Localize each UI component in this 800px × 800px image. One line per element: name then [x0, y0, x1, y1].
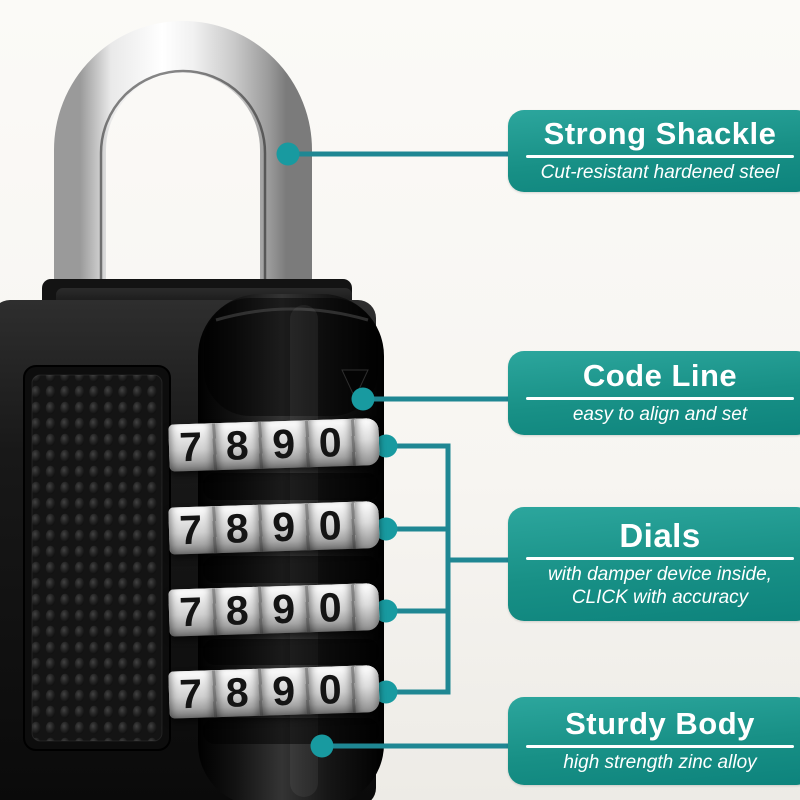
- callout-sturdy-body: Sturdy Body high strength zinc alloy: [508, 697, 800, 785]
- code-line-notch: [341, 369, 369, 400]
- dial-marker-dot-3: [374, 599, 398, 623]
- connector-lines: [288, 151, 512, 749]
- dial-digit: 9: [261, 420, 310, 469]
- dial-digit: 7: [168, 670, 217, 719]
- dial-digit: 7: [168, 588, 217, 637]
- shackle-marker-dot: [276, 142, 300, 166]
- dial-digit: 0: [307, 501, 356, 551]
- shackle: [54, 21, 312, 312]
- callout-subtitle: Cut-resistant hardened steel: [540, 161, 780, 183]
- housing-cap: [204, 298, 378, 416]
- shackle-seam: [99, 69, 267, 312]
- callout-title: Sturdy Body: [565, 706, 755, 742]
- dial-digit: 8: [214, 668, 263, 718]
- callout-underline: [526, 744, 794, 748]
- dial-digit: 9: [261, 667, 310, 716]
- dial-digit: 8: [214, 586, 263, 636]
- dial-digit: 7: [168, 423, 217, 472]
- dial-row: 7 8 9 0: [168, 665, 380, 719]
- callout-title: Strong Shackle: [543, 116, 777, 152]
- callout-subtitle: high strength zinc alloy: [563, 751, 757, 773]
- dial-row: 7 8 9 0: [168, 418, 380, 472]
- dial-digit: 9: [261, 585, 310, 634]
- dial-marker-dot-1: [374, 434, 398, 458]
- callout-strong-shackle: Strong Shackle Cut-resistant hardened st…: [508, 110, 800, 192]
- callout-title: Dials: [619, 516, 701, 554]
- dial-marker-dot-2: [374, 517, 398, 541]
- dial-digit: 0: [307, 418, 356, 468]
- dial-band-end: [354, 501, 380, 549]
- dial-row: 7 8 9 0: [168, 501, 380, 555]
- dial-digit: 7: [168, 506, 217, 555]
- callout-underline: [526, 396, 794, 400]
- dial-band-end: [354, 665, 380, 713]
- callout-subtitle: with damper device inside, CLICK with ac…: [548, 564, 772, 609]
- dial-row: 7 8 9 0: [168, 583, 380, 637]
- dial-digit: 8: [214, 421, 263, 471]
- dial-band-end: [354, 583, 380, 631]
- callout-title: Code Line: [582, 358, 738, 394]
- callout-underline: [526, 557, 794, 561]
- texture-panel: [23, 365, 171, 751]
- callout-code-line: Code Line easy to align and set: [508, 351, 800, 435]
- dial-digit: 0: [307, 665, 356, 715]
- callout-underline: [526, 154, 794, 158]
- callout-subtitle: easy to align and set: [572, 403, 748, 425]
- dial-marker-dot-4: [374, 680, 398, 704]
- callout-dials: Dials with damper device inside, CLICK w…: [508, 507, 800, 621]
- body-marker-dot: [310, 734, 334, 758]
- dial-digit: 0: [307, 583, 356, 633]
- dial-band-end: [354, 418, 380, 466]
- dial-digit: 9: [261, 503, 310, 552]
- dial-digit: 8: [214, 504, 263, 554]
- code-line-marker-dot: [351, 387, 375, 411]
